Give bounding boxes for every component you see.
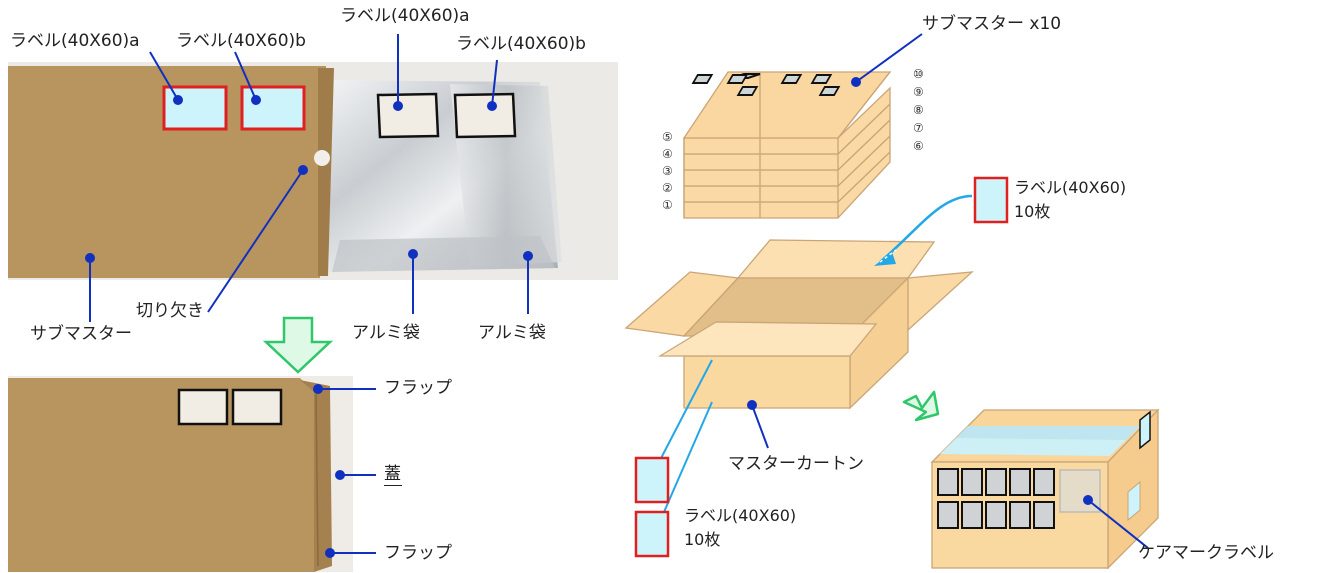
label-a-text-2: ラベル(40X60)a [340,6,470,26]
diagonal-arrow-icon [902,390,940,422]
down-arrow-icon [262,316,334,374]
open-master-carton [624,239,974,410]
label-10-bottom-text: ラベル(40X60) [684,506,797,525]
care-mark-label-text: ケアマークラベル [1138,543,1274,563]
leader-submaster-x10 [851,33,923,87]
master-carton-text: マスターカートン [728,454,864,474]
stack-number: ⑤ [662,130,673,144]
stack-number: ① [662,198,673,212]
label-a-text-1: ラベル(40X60)a [10,31,140,51]
closed-top-side-label [1139,410,1151,450]
notch-cutout [314,150,330,166]
submaster-closed [8,378,314,572]
cyan-line-2 [663,401,713,513]
stack-number: ⑧ [913,103,924,117]
cyan-line-1 [657,359,713,465]
leader-care-mark [1083,495,1149,549]
flap-bottom-text: フラップ [384,543,452,563]
label-10-bottom-b [634,510,670,558]
stack-number: ⑥ [913,139,924,153]
alu-bag-text-1: アルミ袋 [352,323,420,343]
bottom-photo [8,376,353,572]
label-10-right-text: ラベル(40X60) [1014,178,1127,197]
label-b-on-submaster [240,85,306,131]
label-a-on-submaster [162,85,228,131]
notch-text: 切り欠き [136,301,204,321]
submaster-text: サブマスター [30,324,132,344]
leaders-bottom [313,384,376,558]
flap-top-text: フラップ [384,378,452,398]
stack-number: ⑨ [913,85,924,99]
closed-side-label [1127,480,1141,522]
count-right-text: 10枚 [1014,202,1051,221]
leader-master-carton [747,400,769,449]
carton-front [683,355,851,409]
label-10-right [973,176,1009,224]
stack-labels [691,73,841,96]
label-b-text-2: ラベル(40X60)b [456,34,586,54]
lid-text: 蓋 [384,464,401,484]
submaster-stack [682,71,892,219]
label-left-closed [177,388,229,426]
submaster-x10-text: サブマスター x10 [922,14,1062,34]
label-10-bottom-a [634,456,670,504]
alu-bag-text-2: アルミ袋 [478,323,546,343]
care-labels-grid [937,468,1055,529]
stack-number: ② [662,181,673,195]
lid-underline [384,485,402,486]
leaders-top [85,34,533,322]
count-bottom-text: 10枚 [684,530,721,549]
back-flap [736,239,936,279]
stack-number: ⑦ [913,121,924,135]
stack-number: ⑩ [913,67,924,81]
label-a-on-bag [376,92,440,139]
flap-side [300,380,332,572]
stack-number: ③ [662,164,673,178]
label-right-closed [231,388,283,426]
stack-number: ④ [662,147,673,161]
cyan-arrow-into-carton [879,194,973,263]
label-b-text-1: ラベル(40X60)b [176,31,306,51]
front-flap [657,321,878,357]
label-b-on-bag [453,92,517,139]
top-photo [8,62,618,280]
